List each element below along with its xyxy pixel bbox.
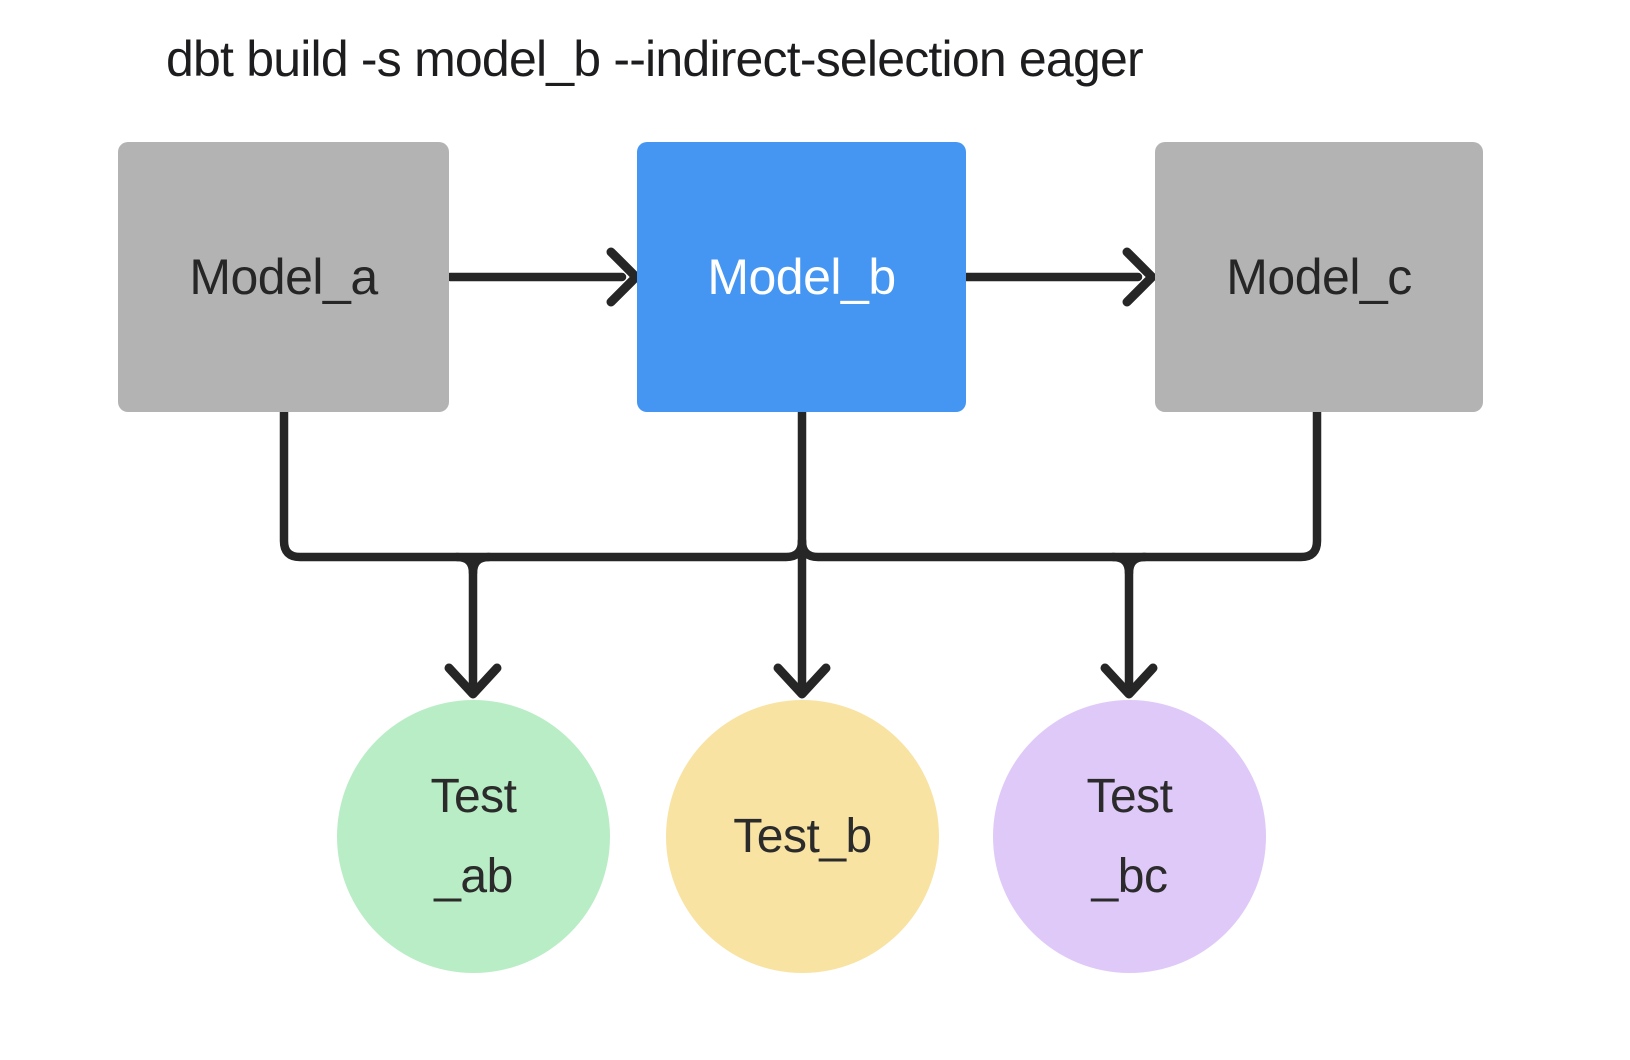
test-b-label: Test_b: [733, 809, 872, 863]
test-bc-label-line1: Test: [1086, 769, 1173, 823]
arrowhead-into-model-c-icon: [1122, 247, 1157, 307]
edge-model-c-bus: [797, 407, 1322, 562]
edge-model-a-bus: [279, 407, 807, 562]
model-b-node: Model_b: [637, 142, 966, 412]
model-b-label: Model_b: [707, 249, 896, 305]
arrowhead-into-test-b-icon: [773, 663, 831, 699]
edge-drop-to-test-ab: [452, 552, 478, 695]
arrowhead-into-test-bc-icon: [1100, 663, 1158, 699]
test-b-node: Test_b: [666, 700, 939, 973]
model-a-label: Model_a: [189, 249, 378, 305]
test-bc-node: Test _bc: [993, 700, 1266, 973]
edge-drop-to-test-bc-fillet: [1124, 552, 1150, 578]
edge-drop-to-test-ab-fillet: [468, 552, 494, 578]
test-ab-label-line2: _ab: [434, 849, 513, 903]
test-bc-label-line2: _bc: [1091, 849, 1168, 903]
model-a-node: Model_a: [118, 142, 449, 412]
test-ab-node: Test _ab: [337, 700, 610, 973]
arrowhead-into-test-ab-icon: [444, 663, 502, 699]
page-title: dbt build -s model_b --indirect-selectio…: [166, 31, 1144, 87]
edge-drop-to-test-bc: [1108, 552, 1134, 695]
model-c-label: Model_c: [1226, 249, 1412, 305]
test-ab-label-line1: Test: [430, 769, 517, 823]
arrowhead-into-model-b-icon: [606, 247, 641, 307]
model-c-node: Model_c: [1155, 142, 1483, 412]
